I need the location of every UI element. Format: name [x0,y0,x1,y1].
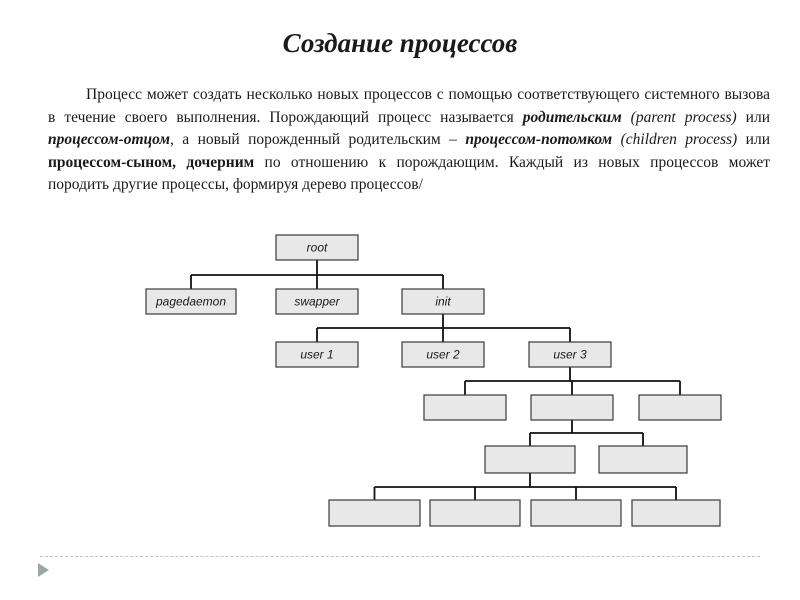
tree-node-pagedaemon: pagedaemon [145,288,237,315]
tree-node-c53 [530,499,622,527]
footer-divider [40,556,760,557]
tree-node-box [598,445,688,474]
tree-node-box [275,234,359,261]
tree-node-box [275,341,359,368]
tree-nodes: root pagedaemon swapper init user 1 user 2 use… [145,234,722,527]
tree-node-box [528,341,612,368]
tree-node-box [275,288,359,315]
description-paragraph: Процесс может создать несколько новых пр… [48,84,770,197]
tree-node-box [530,394,614,421]
tree-node-c41 [484,445,576,474]
tree-node-box [401,288,485,315]
tree-node-label: root [307,241,328,255]
paragraph-run: процессом-сыном, дочерним [48,153,255,171]
tree-node-swapper: swapper [275,288,359,315]
tree-node-box [429,499,521,527]
tree-node-c31 [423,394,507,421]
tree-node-user3: user 3 [528,341,612,368]
tree-node-label: init [435,295,451,309]
paragraph-run: (children process) [612,131,738,148]
tree-node-label: user 2 [426,348,460,362]
paragraph-run: (parent process) [621,108,737,126]
tree-edges [190,260,681,500]
tree-node-box [484,445,576,474]
tree-node-box [401,341,485,368]
slide-title: Создание процессов [282,28,518,58]
tree-node-box [328,499,421,527]
tree-node-c32 [530,394,614,421]
paragraph-run: или [737,131,771,148]
tree-node-label: swapper [294,295,340,309]
tree-node-c51 [328,499,421,527]
tree-node-user2: user 2 [401,341,485,368]
tree-node-root: root [275,234,359,261]
paragraph-run: процессом-потомком [465,131,613,148]
tree-node-c54 [631,499,721,527]
paragraph-run: процессом-отцом [48,131,170,148]
tree-node-box [631,499,721,527]
tree-node-label: user 1 [300,348,333,362]
tree-node-init: init [401,288,485,315]
tree-node-box [638,394,722,421]
tree-node-c52 [429,499,521,527]
tree-node-box [530,499,622,527]
paragraph-run: по отношению к порождающим. Каждый из но… [48,153,770,194]
play-arrow-icon[interactable] [38,563,49,577]
tree-node-c33 [638,394,722,421]
paragraph-run: Процесс может создать несколько новых пр… [48,86,770,126]
tree-node-box [145,288,237,315]
paragraph-run: родительским [522,108,622,126]
tree-node-label: user 3 [553,348,587,362]
tree-node-label: pagedaemon [155,295,226,309]
paragraph-run: , а новый порожденный родительским – [169,131,466,148]
paragraph-run: или [736,108,771,126]
tree-node-box [423,394,507,421]
tree-node-user1: user 1 [275,341,359,368]
tree-node-c42 [598,445,688,474]
